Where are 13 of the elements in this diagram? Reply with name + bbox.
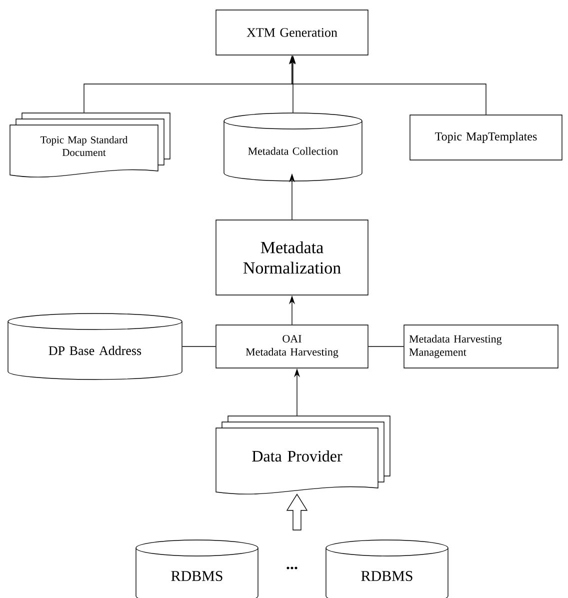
document-stack: Topic Map Standard Document: [10, 112, 170, 178]
database-cylinder: DP Base Address: [8, 313, 182, 380]
process-box: OAI Metadata Harvesting: [216, 324, 368, 368]
process-box: Topic MapTemplates: [410, 114, 562, 160]
database-cylinder: RDBMS: [136, 540, 258, 598]
ellipsis-label: ...: [286, 566, 298, 570]
database-cylinder: RDBMS: [326, 540, 448, 598]
database-cylinder: Metadata Collection: [224, 112, 362, 182]
process-box: Metadata Normalization: [216, 220, 368, 296]
hollow-arrow: [286, 494, 308, 530]
document-stack: Data Provider: [216, 416, 390, 494]
process-box: XTM Generation: [216, 10, 368, 56]
process-box: Metadata Harvesting Management: [404, 324, 558, 368]
